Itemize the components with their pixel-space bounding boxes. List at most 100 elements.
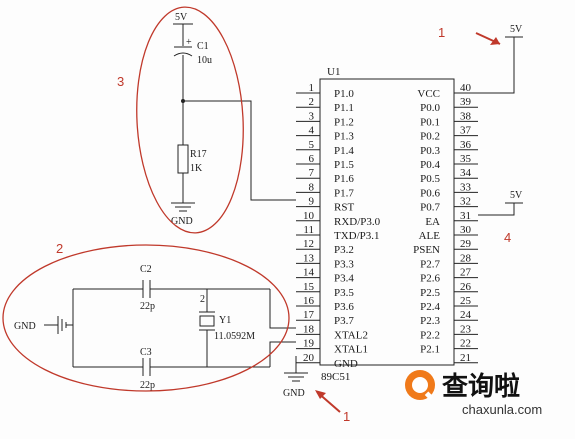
- pin-label: P3.6: [334, 301, 354, 313]
- pin-number: 19: [303, 338, 315, 350]
- chip-part-label: 89C51: [321, 371, 350, 383]
- c3-ref: C3: [140, 347, 152, 358]
- pin-number: 11: [303, 224, 314, 236]
- y1-pin-num: 2: [200, 294, 205, 305]
- pin-label: XTAL1: [334, 344, 368, 356]
- r17-body: [177, 144, 189, 174]
- pin-number: 26: [460, 281, 472, 293]
- pin-number: 37: [460, 125, 472, 137]
- pin-label: P1.0: [334, 88, 354, 100]
- pin-label: P3.5: [334, 287, 354, 299]
- pin-label: P0.1: [420, 116, 440, 128]
- chip-body: [319, 78, 455, 366]
- pin-number: 5: [309, 139, 315, 151]
- pin-number: 6: [309, 153, 315, 165]
- pin-label: TXD/P3.1: [334, 230, 380, 242]
- pin-label: P1.2: [334, 116, 354, 128]
- pin-number: 39: [460, 96, 472, 108]
- pin-number: 1: [309, 82, 315, 94]
- pin-number: 24: [460, 309, 472, 321]
- r17-value: 1K: [190, 163, 203, 174]
- pin-number: 2: [309, 96, 315, 108]
- callout-1-bottom: 1: [343, 409, 350, 424]
- oscillator-circuit: GND C2 22p C3 22p 2 Y1 11.0592M: [2, 244, 296, 392]
- pin-number: 33: [460, 181, 472, 193]
- callouts: 1 2 3 4 1: [56, 25, 511, 424]
- pin-label: P1.6: [334, 173, 354, 185]
- pin-number: 10: [303, 210, 315, 222]
- pin-label: P2.1: [420, 344, 440, 356]
- callout-1-top: 1: [438, 25, 445, 40]
- pin-label: P0.6: [420, 187, 440, 199]
- pin-number: 22: [460, 338, 471, 350]
- chip-right-pins: 40VCC39P0.038P0.137P0.236P0.335P0.434P0.…: [413, 82, 478, 364]
- y1-ref: Y1: [219, 315, 231, 326]
- pin-label: P1.7: [334, 187, 354, 199]
- y1-body: [199, 315, 215, 327]
- pin-number: 28: [460, 252, 472, 264]
- c1-plate-bottom: [173, 52, 193, 57]
- pin-label: P2.4: [420, 301, 440, 313]
- pin-number: 38: [460, 110, 472, 122]
- c2-ref: C2: [140, 264, 152, 275]
- c2-value: 22p: [140, 301, 155, 312]
- wire-to-xtal2: [269, 289, 296, 329]
- pin-number: 40: [460, 82, 472, 94]
- callout-2: 2: [56, 241, 63, 256]
- pin-label: P0.3: [420, 145, 440, 157]
- vcc-40-label: 5V: [510, 24, 523, 35]
- pin-number: 14: [303, 267, 315, 279]
- pin-number: 25: [460, 295, 472, 307]
- chip-ground: GND: [283, 356, 308, 399]
- pin-label: P2.7: [420, 258, 440, 270]
- pin-label: EA: [425, 216, 440, 228]
- watermark-name: 查询啦: [442, 371, 520, 402]
- watermark-logo-tail: [424, 391, 434, 400]
- osc-gnd-label: GND: [14, 321, 36, 332]
- pin-label: P2.3: [420, 315, 440, 327]
- pin-number: 4: [309, 125, 315, 137]
- callout-4: 4: [504, 230, 511, 245]
- pin-number: 17: [303, 309, 315, 321]
- pin-label: P1.5: [334, 159, 354, 171]
- pin-label: P3.3: [334, 258, 354, 270]
- pin-number: 18: [303, 323, 315, 335]
- pin-label: P2.5: [420, 287, 440, 299]
- c1-ref: C1: [197, 41, 209, 52]
- wire-to-xtal1: [269, 341, 296, 367]
- pin-number: 32: [460, 196, 471, 208]
- watermark-logo-icon-inner: [412, 377, 428, 393]
- vcc-pin40-net: 5V: [478, 24, 523, 94]
- watermark: 查询啦 chaxunla.com: [405, 370, 542, 417]
- y1-value: 11.0592M: [214, 331, 255, 342]
- pin-number: 13: [303, 252, 315, 264]
- pin-label: ALE: [419, 230, 441, 242]
- reset-gnd-label: GND: [171, 216, 193, 227]
